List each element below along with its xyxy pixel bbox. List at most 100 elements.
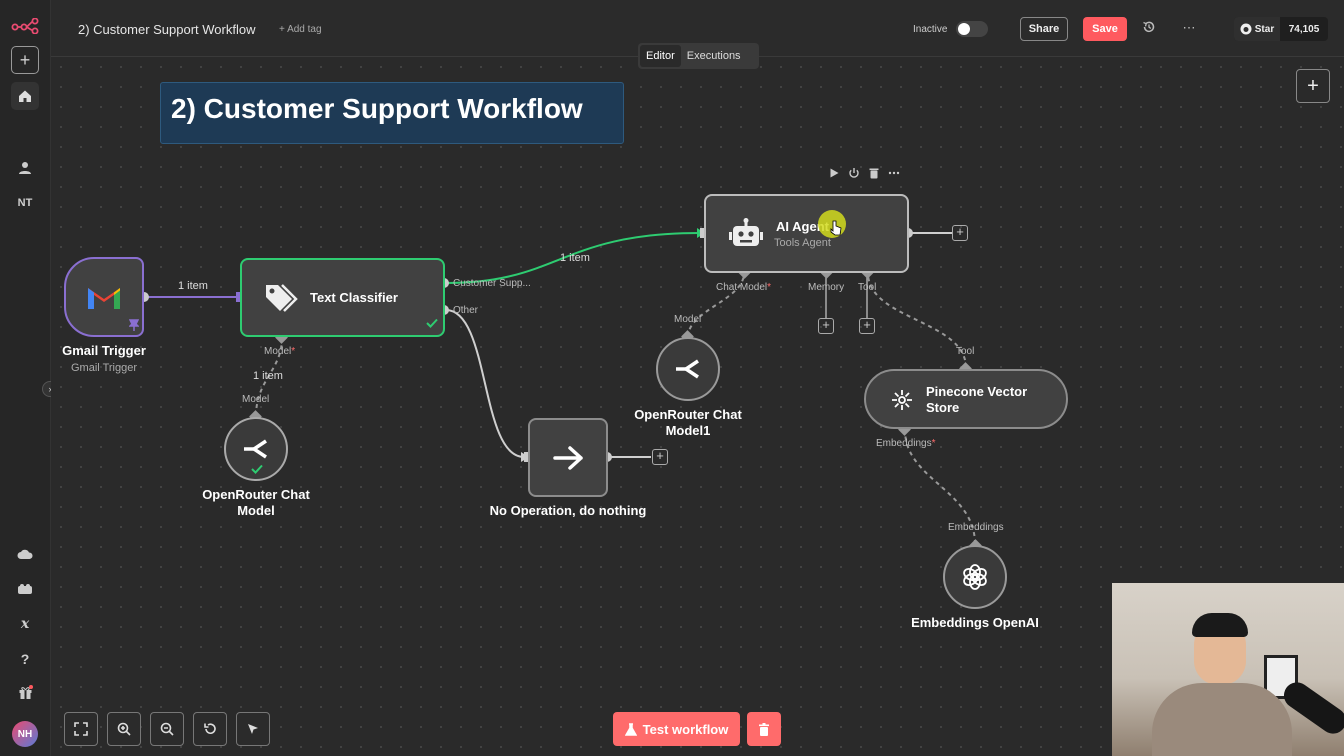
active-toggle[interactable] <box>956 21 988 37</box>
github-star: Star <box>1234 17 1280 41</box>
trash-icon[interactable] <box>868 167 880 179</box>
pinecone-tool-port-label: Tool <box>956 346 975 357</box>
embeddings-port-label: Embeddings <box>948 522 1004 533</box>
agent-chat-model-port-text: Chat Model <box>716 282 768 293</box>
pinecone-embeddings-port-text: Embeddings <box>876 438 932 449</box>
ai-agent-node[interactable]: AI Agent Tools Agent <box>704 194 909 273</box>
fit-view-button[interactable] <box>64 712 98 746</box>
ai-agent-sublabel: Tools Agent <box>774 237 831 249</box>
test-workflow-button[interactable]: Test workflow <box>613 712 740 746</box>
robot-icon <box>729 218 763 246</box>
test-workflow-label: Test workflow <box>642 721 729 737</box>
success-check-icon <box>251 464 263 474</box>
add-tag-link[interactable]: + Add tag <box>279 24 322 35</box>
sticky-note-text: 2) Customer Support Workflow <box>171 93 583 124</box>
tidy-up-button[interactable] <box>236 712 270 746</box>
gift-icon[interactable] <box>11 678 39 706</box>
more-icon[interactable] <box>888 167 900 179</box>
variables-icon[interactable]: x <box>20 616 30 632</box>
templates-icon[interactable] <box>11 575 39 603</box>
classifier-model-port-text: Model <box>264 346 292 357</box>
classifier-output-other: Other <box>453 305 479 316</box>
pin-icon <box>129 319 139 331</box>
webcam-overlay <box>1112 583 1344 756</box>
gmail-trigger-node[interactable] <box>64 257 144 337</box>
openrouter1-port-label: Model <box>242 394 270 405</box>
status-label: Inactive <box>913 24 948 35</box>
user-icon[interactable] <box>11 154 39 182</box>
agent-tool-port-label: Tool <box>858 282 877 293</box>
classifier-output-customer-support: Customer Supp... <box>453 278 531 289</box>
embeddings-openai-node[interactable] <box>943 545 1007 609</box>
github-star-count: 74,105 <box>1288 23 1320 35</box>
presenter-hair <box>1192 613 1248 637</box>
project-initials[interactable]: NT <box>17 197 33 209</box>
embeddings-openai-label: Embeddings OpenAI <box>911 615 1039 630</box>
required-asterisk: * <box>767 282 772 293</box>
n8n-logo-icon[interactable] <box>11 12 39 40</box>
power-icon[interactable] <box>848 167 860 179</box>
add-tool-button[interactable]: + <box>859 318 875 334</box>
presenter-body <box>1152 683 1292 756</box>
more-options-icon[interactable]: ⋯ <box>1182 20 1196 35</box>
view-tabs: Editor Executions <box>638 43 759 69</box>
agent-chat-model-port-label: Chat Model* <box>716 282 771 293</box>
reset-zoom-button[interactable] <box>193 712 227 746</box>
avatar[interactable]: NH <box>12 721 38 747</box>
no-operation-node[interactable] <box>528 418 608 497</box>
workflow-title[interactable]: 2) Customer Support Workflow <box>78 22 256 37</box>
trash-icon <box>759 722 769 736</box>
github-star-label: Star <box>1254 23 1275 35</box>
required-asterisk: * <box>291 346 296 357</box>
sticky-note[interactable]: 2) Customer Support Workflow <box>160 82 624 144</box>
flask-icon <box>624 722 637 736</box>
connection-label-gmail-classifier: 1 item <box>178 280 208 292</box>
clear-execution-button[interactable] <box>747 712 781 746</box>
pinecone-label: Pinecone Vector Store <box>926 384 1028 415</box>
agent-memory-port-label: Memory <box>808 282 845 293</box>
noop-add-next-button[interactable]: + <box>652 449 668 465</box>
add-memory-button[interactable]: + <box>818 318 834 334</box>
github-icon <box>1240 23 1252 35</box>
openrouter-chat-model-node[interactable] <box>224 417 288 481</box>
arrow-right-icon <box>553 446 583 470</box>
openrouter-chat-model1-label: OpenRouter Chat Model1 <box>634 407 742 438</box>
share-button[interactable]: Share <box>1020 17 1068 41</box>
pinecone-vector-store-node[interactable]: Pinecone Vector Store <box>864 369 1068 429</box>
openrouter2-port-label: Model <box>674 314 702 325</box>
tab-executions[interactable]: Executions <box>686 50 741 62</box>
tab-editor[interactable]: Editor <box>640 45 681 67</box>
play-icon[interactable] <box>828 167 840 179</box>
tag-icon <box>266 284 298 312</box>
save-button[interactable]: Save <box>1083 17 1127 41</box>
help-icon[interactable]: ? <box>20 651 30 667</box>
connection-label-model-classifier: 1 item <box>253 370 283 382</box>
sidebar: + NT x ? NH › <box>0 0 58 756</box>
openrouter-icon <box>676 359 699 379</box>
github-star-button[interactable]: Star 74,105 <box>1234 17 1328 41</box>
zoom-out-icon <box>160 722 174 736</box>
fit-view-icon <box>74 722 88 736</box>
cursor-icon <box>248 724 258 734</box>
cursor-highlight <box>818 210 846 238</box>
history-icon[interactable] <box>1140 20 1158 38</box>
undo-icon <box>204 723 216 735</box>
zoom-in-button[interactable] <box>107 712 141 746</box>
gmail-icon <box>88 288 120 309</box>
text-classifier-node[interactable]: Text Classifier <box>240 258 445 337</box>
required-asterisk: * <box>931 438 936 449</box>
pinecone-embeddings-port-label: Embeddings* <box>876 438 936 449</box>
add-node-button[interactable]: + <box>1296 69 1330 103</box>
gmail-trigger-label: Gmail Trigger <box>62 343 146 358</box>
zoom-in-icon <box>117 722 131 736</box>
agent-add-next-button[interactable]: + <box>952 225 968 241</box>
openrouter-chat-model1-node[interactable] <box>656 337 720 401</box>
pinecone-icon <box>892 390 912 410</box>
no-operation-label: No Operation, do nothing <box>489 503 647 518</box>
connection-label-classifier-agent: 1 item <box>560 252 590 264</box>
openai-icon <box>963 564 987 590</box>
home-icon[interactable] <box>11 82 39 110</box>
cloud-icon[interactable] <box>11 540 39 568</box>
add-icon[interactable]: + <box>11 46 39 74</box>
zoom-out-button[interactable] <box>150 712 184 746</box>
